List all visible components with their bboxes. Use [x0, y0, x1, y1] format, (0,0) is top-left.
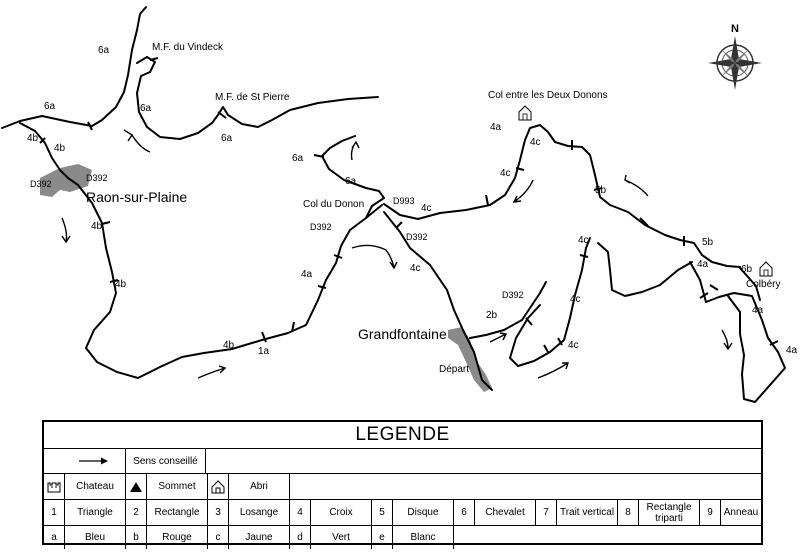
color-name: Vert	[311, 526, 372, 549]
legend-empty-cell	[290, 474, 761, 499]
color-code: e	[372, 526, 393, 549]
shape-number: 8	[618, 500, 639, 525]
place-label-depart: Départ	[439, 364, 469, 375]
compass-north-label: N	[731, 23, 739, 35]
marker-label: 6a	[345, 176, 357, 187]
marker-label: 6a	[292, 153, 304, 164]
marker-label: 2b	[486, 310, 498, 321]
legend-table: LEGENDE Sens conseillé Chateau Sommet Ab…	[42, 420, 763, 549]
castle-icon	[44, 474, 65, 499]
shape-number: 7	[536, 500, 557, 525]
shape-name: Anneau	[723, 507, 759, 518]
marker-label: 4c	[410, 263, 421, 274]
marker-label: 4c	[578, 235, 589, 246]
summit-icon	[126, 474, 147, 499]
place-label-st-pierre: M.F. de St Pierre	[215, 92, 290, 103]
trail-marker-labels: 6a 6a 6a 6a 6a 6a 4b 4b 4b 4b 4b 1a 4a 4…	[27, 45, 798, 357]
marker-label: 4c	[421, 203, 432, 214]
direction-arrows	[61, 129, 733, 379]
shape-name: Croix	[311, 500, 372, 525]
marker-label: 4a	[301, 269, 313, 280]
marker-label: 6a	[140, 103, 152, 114]
marker-label: 6a	[221, 133, 233, 144]
color-name: Jaune	[229, 526, 290, 549]
color-code: a	[44, 526, 65, 549]
legend-row-colors: a Bleu b Rouge c Jaune d Vert e Blanc	[44, 526, 761, 549]
marker-label: 1a	[258, 346, 270, 357]
direction-arrow-icon	[44, 449, 126, 473]
marker-label: 5b	[595, 185, 607, 196]
town-label-grandfontaine: Grandfontaine	[358, 326, 447, 342]
marker-label: 4c	[500, 168, 511, 179]
road-label: D392	[406, 232, 428, 242]
marker-label: 6a	[44, 101, 56, 112]
color-name: Rouge	[147, 526, 208, 549]
shape-number: 5	[372, 500, 393, 525]
compass-rose-icon: N	[708, 23, 762, 90]
shape-name: Disque	[393, 500, 454, 525]
shape-number: 1	[44, 500, 65, 525]
color-code: c	[208, 526, 229, 549]
legend-chateau-label: Chateau	[65, 474, 126, 499]
shape-name: Rectangle triparti	[639, 500, 700, 525]
shape-number: 3	[208, 500, 229, 525]
shape-number: 2	[126, 500, 147, 525]
marker-label: 4c	[530, 137, 541, 148]
legend-row-direction: Sens conseillé	[44, 449, 761, 474]
legend-title: LEGENDE	[44, 422, 761, 449]
legend-row-symbols: Chateau Sommet Abri	[44, 474, 761, 500]
shape-name: Trait vertical	[557, 500, 618, 525]
marker-label: 6b	[741, 264, 753, 275]
legend-abri-label: Abri	[229, 474, 290, 499]
shape-name: Rectangle	[147, 500, 208, 525]
road-label: D392	[502, 290, 524, 300]
shape-name: Losange	[229, 500, 290, 525]
marker-label: 4b	[223, 340, 235, 351]
place-label-colbery: Colbéry	[746, 279, 780, 290]
marker-label: 5b	[702, 237, 714, 248]
legend-sommet-label: Sommet	[147, 474, 208, 499]
marker-label: 4b	[27, 133, 39, 144]
road-label: D392	[310, 222, 332, 232]
marker-label: 4a	[786, 345, 798, 356]
raon-sur-plaine-area	[40, 164, 92, 197]
shape-name: Chevalet	[475, 500, 536, 525]
color-code: b	[126, 526, 147, 549]
road-label: D392	[86, 173, 108, 183]
road-label: D993	[393, 196, 415, 206]
trail-network	[1, 6, 786, 403]
marker-label: 4b	[115, 279, 127, 290]
marker-label: 4c	[570, 294, 581, 305]
shape-number: 6	[454, 500, 475, 525]
marker-label: 4c	[568, 340, 579, 351]
legend-row-shapes: 1 Triangle 2 Rectangle 3 Losange 4 Croix…	[44, 500, 761, 526]
town-label-raon: Raon-sur-Plaine	[86, 189, 187, 205]
marker-label: 4b	[54, 143, 66, 154]
legend-empty-cell	[206, 449, 761, 473]
shape-number: 4	[290, 500, 311, 525]
color-code: d	[290, 526, 311, 549]
marker-label: 4a	[490, 122, 502, 133]
place-label-col-deux-donons: Col entre les Deux Donons	[488, 90, 608, 101]
hiking-map: N M.F. du Vindeck M.F. de St Pierre Col …	[1, 6, 798, 403]
marker-label: 4a	[697, 259, 709, 270]
place-label-vindeck: M.F. du Vindeck	[152, 42, 224, 53]
marker-label: 4a	[752, 305, 764, 316]
legend-empty-cell	[454, 526, 761, 549]
place-label-col-donon: Col du Donon	[303, 199, 364, 210]
legend-sens-label: Sens conseillé	[126, 449, 206, 473]
trail-marks	[39, 57, 779, 353]
marker-label: 4b	[91, 221, 103, 232]
color-name: Bleu	[65, 526, 126, 549]
shape-number: 9	[700, 500, 721, 525]
shelter-icon	[208, 474, 229, 499]
road-label: D392	[30, 179, 52, 189]
color-name: Blanc	[393, 526, 454, 549]
marker-label: 6a	[98, 45, 110, 56]
abri-icon	[518, 105, 532, 121]
shape-name: Triangle	[65, 500, 126, 525]
abri-icon	[759, 261, 773, 277]
